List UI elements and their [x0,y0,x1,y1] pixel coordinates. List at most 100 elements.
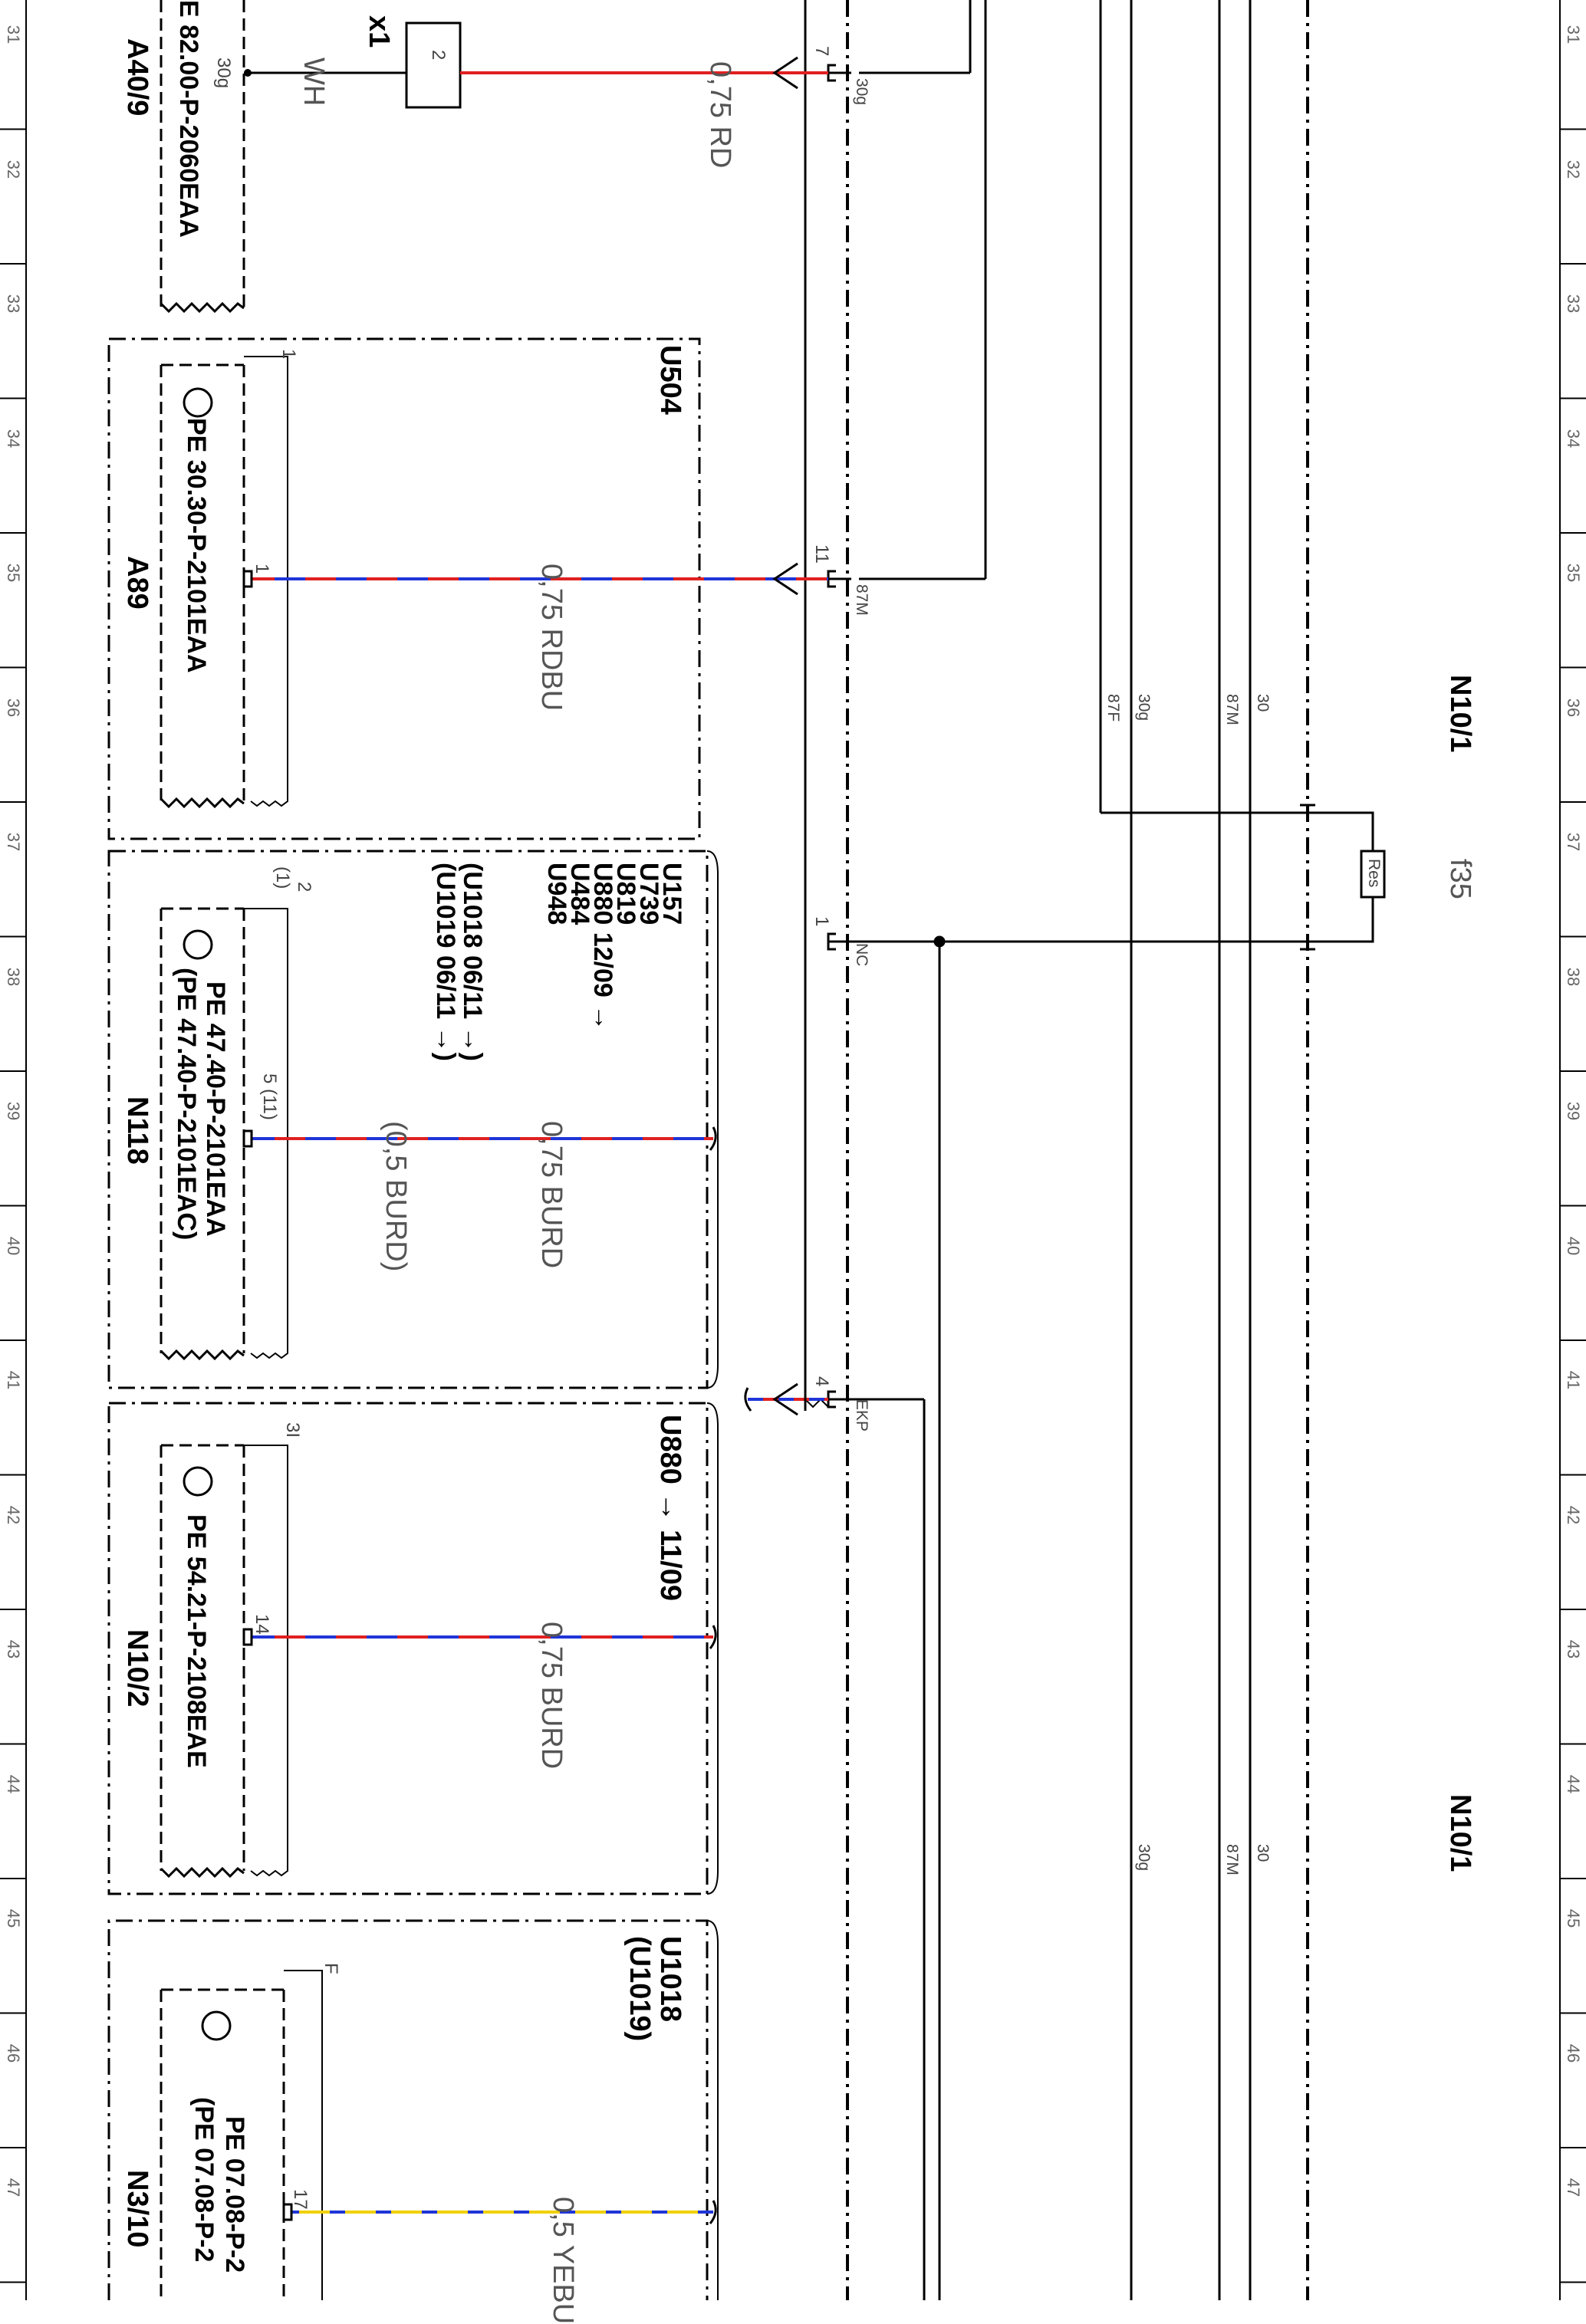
n10-2-id: N10/2 [121,1629,153,1708]
n10-2-variant: U880 → 11/09 [654,1415,686,1601]
n118-variant: (U1018 06/11 →) [458,863,487,1061]
bus-label-lower: 30 [1254,1844,1272,1862]
grid-number: 38 [4,967,23,986]
n118-variant: U948 [542,863,571,925]
n10-1-pin-7-label: 30g [853,78,870,106]
a40-9-id: A40/9 [121,38,153,117]
n10-1-pin-11-num: 11 [811,544,832,564]
wire-label-w3-alt: (0,5 BURD) [380,1121,412,1272]
wire-label-w2: 0,75 RDBU [535,564,568,712]
n118-doc2: (PE 47.40-P-2101EAC) [172,968,201,1241]
wire-label-w1: 0,75 RD [704,61,736,169]
n10-1-pin-1-num: 1 [811,916,832,927]
n3-10-pin: 17 [290,2189,311,2210]
grid-number: 45 [4,1908,23,1928]
arrow-icon [772,562,798,596]
grid-number: 44 [4,1774,23,1793]
n10-1-pin-7-num: 7 [811,46,832,57]
sensor-icon [201,2010,232,2041]
wire-label-w4: 0,75 BURD [535,1622,568,1770]
grid-number: 42 [1564,1505,1583,1524]
n118-top-pin-alt: (1) [272,866,293,889]
grid-number: 41 [4,1370,23,1390]
grid-number: 32 [4,159,23,179]
a40-9-box [160,0,245,307]
bus-label-lower: 30g [1135,1844,1153,1872]
grid-number: 31 [1564,25,1583,44]
n3-10-id: N3/10 [121,2170,153,2248]
grid-number: 43 [4,1639,23,1659]
a40-9-doc: E 82.00-P-2060EAA [174,0,203,238]
n10-1-pin-11-label: 87M [853,584,870,616]
a89-pin: 1 [252,564,272,574]
grid-number: 34 [4,429,23,448]
grid-number: 47 [1564,2178,1583,2197]
resistor-f35 [1308,811,1386,943]
n10-1-boundary [846,0,1309,2300]
sensor-icon [183,387,213,418]
arrow-icon [772,56,798,90]
grid-number: 31 [4,25,23,44]
n3-10-doc2: (PE 07.08-P-2 [189,2097,219,2263]
grid-number: 39 [1564,1101,1583,1121]
wire-label-w3: 0,75 BURD [535,1121,568,1269]
x1-id: x1 [363,15,395,48]
grid-number: 38 [1564,967,1583,986]
bus-label-upper: 87M [1223,694,1241,725]
bus-label-upper: 30g [1135,694,1153,722]
n118-variant: (U1019 06/11 →) [431,863,460,1061]
grid-number: 39 [4,1101,23,1121]
n118-top-pin: 2 [294,882,314,892]
wire-label-wh: WH [298,58,330,107]
grid-number: 33 [1564,294,1583,314]
a89-top-pin: 1 [278,349,299,360]
n3-10-variant1: U1018 [654,1936,686,2022]
grid-number: 36 [4,698,23,717]
n10-1-pin-4-num: 4 [811,1376,832,1387]
n10-1-pin-4-label: EKP [853,1399,870,1432]
a40-9-wavy-edge [160,301,245,314]
bus-lines [804,0,1252,2300]
sensor-icon [183,929,213,960]
bus-label-upper: 30 [1254,694,1272,712]
n10-1-id-lower: N10/1 [1444,1794,1476,1872]
n10-1-pin-1-label: NC [853,943,870,967]
n118-doc1: PE 47.40-P-2101EAA [201,981,230,1237]
grid-number: 37 [4,832,23,852]
wire-end-icon [709,1126,717,1151]
grid-number: 40 [4,1236,23,1255]
a89-id: A89 [121,556,153,610]
n3-10-top-pin: F [321,1963,341,1974]
arrow-icon [772,1382,798,1416]
wire-label-w5: 0,5 YEBU [547,2197,579,2324]
grid-number: 36 [1564,698,1583,717]
wire-end-icon [709,1625,717,1649]
n10-2-pin: 14 [252,1614,272,1635]
bus-label-lower: 87M [1223,1844,1241,1875]
bus-label-upper: 87F [1104,694,1122,722]
grid-number: 43 [1564,1639,1583,1659]
grid-number: 41 [1564,1370,1583,1390]
grid-number: 46 [4,2043,23,2063]
resistor-label: Res [1365,859,1383,888]
a89-doc: PE 30.30-P-2101EAA [182,418,211,673]
u504-variant: U504 [654,345,686,415]
grid-number: 44 [1564,1774,1583,1793]
grid-number: 35 [4,563,23,583]
grid-number: 42 [4,1505,23,1524]
n3-10-doc1: PE 07.08-P-2 [220,2116,249,2273]
grid-number: 35 [1564,563,1583,583]
n10-1-id: N10/1 [1444,675,1476,753]
sensor-icon [183,1466,213,1497]
u504-container [107,337,701,840]
wire-end-icon [709,2200,717,2224]
grid-number: 45 [1564,1908,1583,1928]
grid-number: 47 [4,2178,23,2197]
n118-pin: 5 (11) [259,1073,280,1120]
wires [244,21,828,2214]
grid-number: 33 [4,294,23,314]
grid-number: 46 [1564,2043,1583,2063]
